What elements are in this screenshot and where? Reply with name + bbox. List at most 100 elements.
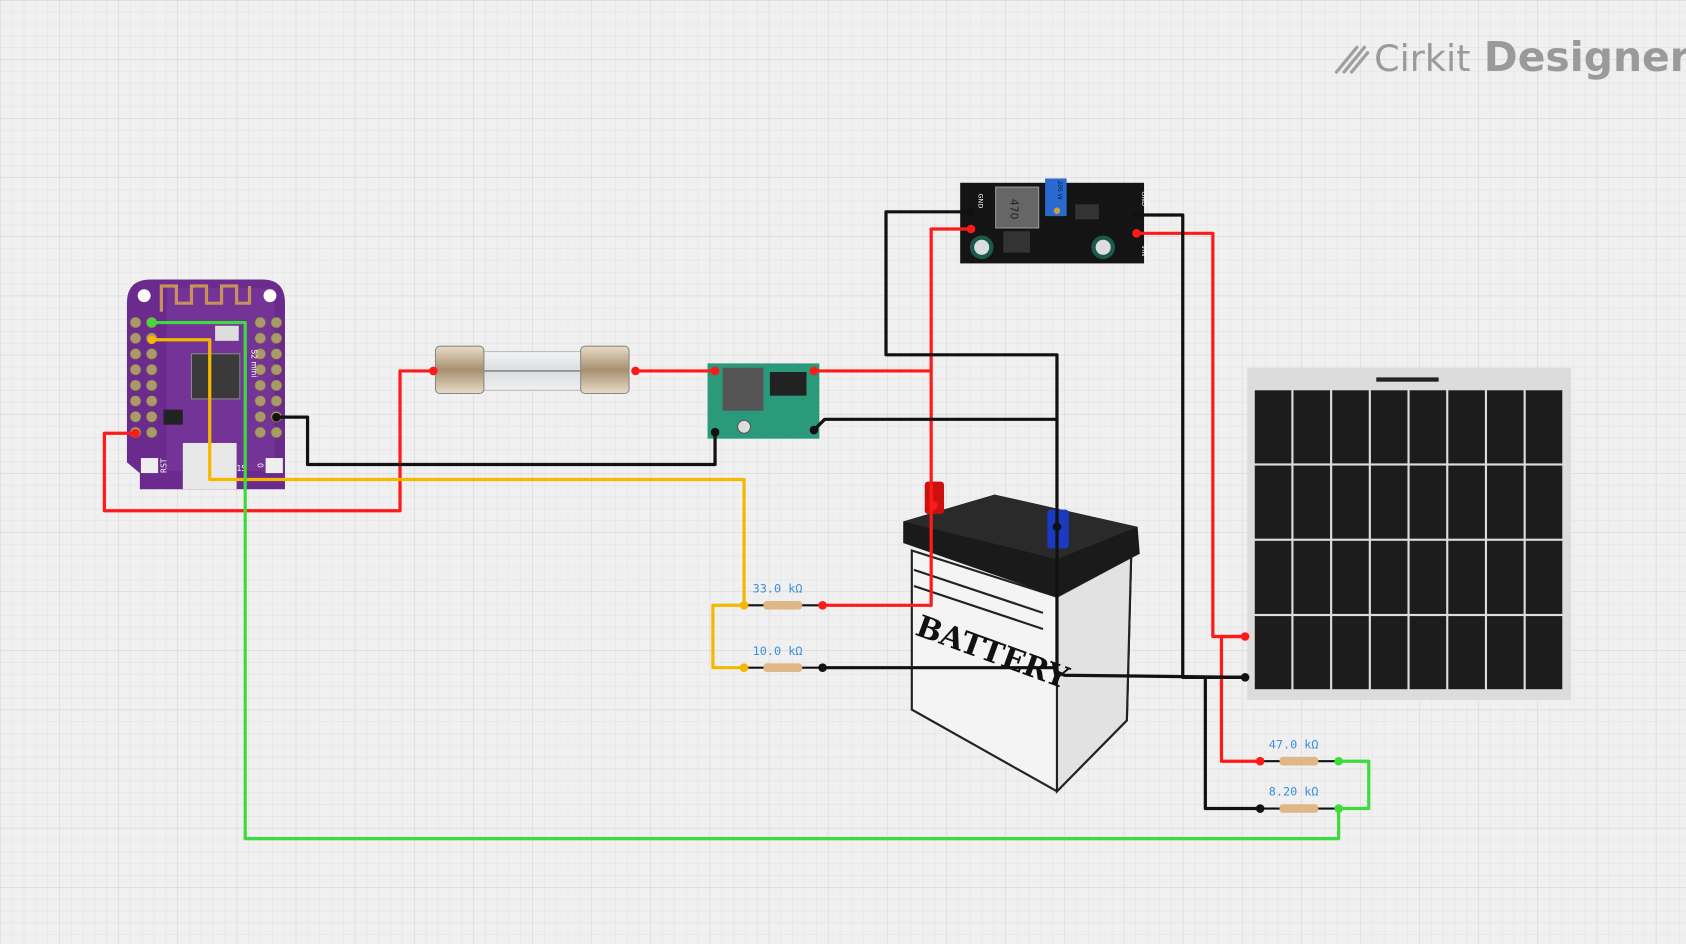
solar-cell xyxy=(1409,616,1447,690)
esp32-s2-mini-board[interactable]: RST 15 0 S2 mini xyxy=(126,279,285,490)
solar-cell xyxy=(1525,616,1563,690)
pin-connector[interactable] xyxy=(818,601,827,610)
header-pin[interactable] xyxy=(270,316,283,329)
solar-cell xyxy=(1525,465,1563,539)
resistor-label: 10.0 kΩ xyxy=(753,644,803,658)
solar-cell xyxy=(1409,540,1447,614)
solar-panel[interactable] xyxy=(1247,367,1571,700)
solar-cell xyxy=(1293,465,1331,539)
solar-cell xyxy=(1448,616,1485,690)
wire-black[interactable] xyxy=(274,415,717,467)
logo-brand: Cirkit xyxy=(1374,37,1470,80)
header-pin[interactable] xyxy=(254,316,266,329)
header-pin[interactable] xyxy=(270,332,283,344)
header-pin[interactable] xyxy=(146,411,158,423)
header-pin[interactable] xyxy=(254,348,266,360)
pin-connector[interactable] xyxy=(429,366,438,376)
pin-connector[interactable] xyxy=(1255,756,1265,766)
mini-buck-converter[interactable] xyxy=(707,363,820,439)
glass-fuse[interactable] xyxy=(434,345,630,395)
pin-connector[interactable] xyxy=(1132,229,1141,238)
pin-connector[interactable] xyxy=(1334,804,1343,813)
solar-cell xyxy=(1332,616,1369,690)
pin-connector[interactable] xyxy=(809,425,819,435)
wire-black[interactable] xyxy=(812,417,1059,432)
wire-black[interactable] xyxy=(884,210,1247,679)
header-pin[interactable] xyxy=(146,426,158,439)
cirkit-logo: Cirkit Designer xyxy=(1334,33,1686,81)
solar-cell xyxy=(1525,540,1563,614)
pin-connector[interactable] xyxy=(710,427,720,437)
header-pin[interactable] xyxy=(129,332,142,344)
header-pin[interactable] xyxy=(270,363,283,376)
header-pin[interactable] xyxy=(146,348,158,360)
header-pin[interactable] xyxy=(270,426,283,439)
pin-connector[interactable] xyxy=(147,318,156,327)
resistor-10k[interactable]: 10.0 kΩ xyxy=(745,644,823,672)
pin-connector[interactable] xyxy=(739,601,749,610)
resistor-label: 47.0 kΩ xyxy=(1269,737,1319,751)
boost-converter-module[interactable]: 470 205 W GND GND VIN xyxy=(960,178,1148,264)
solar-cell xyxy=(1370,540,1408,614)
pin-connector[interactable] xyxy=(1132,210,1141,220)
pin-connector[interactable] xyxy=(966,207,976,217)
pin-connector[interactable] xyxy=(818,663,827,672)
pin-connector[interactable] xyxy=(631,366,640,376)
potentiometer-label: 205 W xyxy=(1056,181,1062,200)
wire-green[interactable] xyxy=(150,320,1341,841)
solar-cell xyxy=(1254,616,1292,690)
wire-red[interactable] xyxy=(1219,634,1262,763)
header-pin[interactable] xyxy=(254,363,266,376)
pin-connector[interactable] xyxy=(1052,522,1062,532)
wire-green[interactable] xyxy=(1337,759,1371,811)
solar-cell xyxy=(1370,465,1408,539)
solar-cell xyxy=(1370,616,1408,690)
header-pin[interactable] xyxy=(254,395,266,407)
battery[interactable]: BATTERY xyxy=(903,481,1140,794)
pin-connector[interactable] xyxy=(710,366,720,376)
header-pin[interactable] xyxy=(129,348,142,360)
pin-connector[interactable] xyxy=(966,224,976,234)
pin-connector[interactable] xyxy=(929,501,938,510)
pin-connector[interactable] xyxy=(1255,804,1265,813)
header-pin[interactable] xyxy=(254,426,266,439)
potentiometer[interactable] xyxy=(1045,178,1067,217)
pin-connector[interactable] xyxy=(131,428,140,438)
header-pin[interactable] xyxy=(146,395,158,407)
header-pin[interactable] xyxy=(146,363,158,376)
pin-gnd-right: GND xyxy=(1140,191,1148,206)
wire-yellow[interactable] xyxy=(150,338,746,607)
header-pin[interactable] xyxy=(129,411,142,423)
header-pin[interactable] xyxy=(129,363,142,376)
pin-connector[interactable] xyxy=(147,335,156,345)
solar-cell xyxy=(1293,616,1331,690)
pin-gnd-left: GND xyxy=(976,194,984,209)
pin-connector[interactable] xyxy=(1240,673,1250,682)
header-pin[interactable] xyxy=(254,379,266,391)
header-pin[interactable] xyxy=(254,332,266,344)
wire-black[interactable] xyxy=(1203,675,1262,811)
header-pin[interactable] xyxy=(129,316,142,329)
pin-connector[interactable] xyxy=(739,663,749,672)
resistor-label: 8.20 kΩ xyxy=(1269,785,1319,799)
header-pin[interactable] xyxy=(254,411,266,423)
pin-connector[interactable] xyxy=(1334,756,1343,766)
wire-red[interactable] xyxy=(102,369,435,513)
pin-connector[interactable] xyxy=(809,366,819,376)
header-pin[interactable] xyxy=(270,395,283,407)
header-pin[interactable] xyxy=(129,379,142,391)
wire-red[interactable] xyxy=(820,227,973,607)
pin-connector[interactable] xyxy=(1240,632,1250,641)
pin-connector[interactable] xyxy=(272,412,281,422)
header-pin[interactable] xyxy=(270,379,283,391)
header-pin[interactable] xyxy=(270,348,283,360)
wire-yellow[interactable] xyxy=(711,603,746,670)
header-pin[interactable] xyxy=(146,379,158,391)
resistor-8k2[interactable]: 8.20 kΩ xyxy=(1260,785,1339,813)
header-pin[interactable] xyxy=(129,395,142,407)
resistors: 33.0 kΩ 10.0 kΩ 47.0 kΩ 8.20 kΩ xyxy=(745,581,1339,813)
resistor-33k[interactable]: 33.0 kΩ xyxy=(745,581,823,610)
resistor-47k[interactable]: 47.0 kΩ xyxy=(1260,737,1339,766)
